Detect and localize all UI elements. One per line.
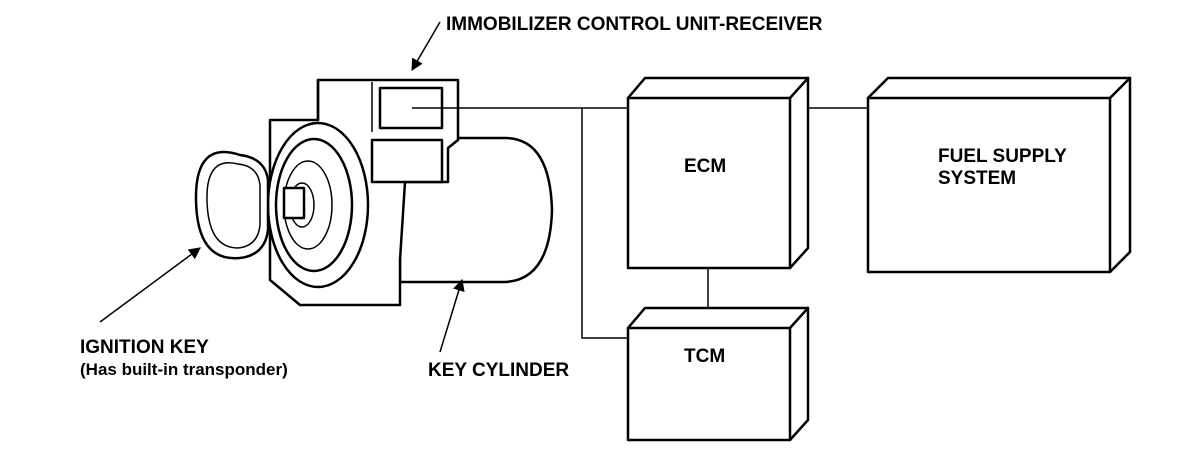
arrow-immobilizer <box>411 21 441 72</box>
label-ignition-line1: IGNITION KEY <box>80 337 209 358</box>
label-tcm: TCM <box>684 346 725 367</box>
immobilizer-receiver-module <box>370 86 444 184</box>
label-immobilizer: IMMOBILIZER CONTROL UNIT-RECEIVER <box>446 14 823 35</box>
leader-arrows <box>99 21 465 353</box>
label-ignition-line2: (Has built-in transponder) <box>80 360 288 379</box>
fuel-supply-box <box>866 76 1132 274</box>
ecm-box <box>626 76 810 270</box>
tcm-box <box>626 306 810 442</box>
ignition-key <box>194 150 306 260</box>
ignition-switch-assembly <box>194 78 554 307</box>
label-ecm: ECM <box>684 156 726 177</box>
arrow-key-cylinder <box>439 278 465 353</box>
label-fuel-line1: FUEL SUPPLY <box>938 146 1067 167</box>
arrow-ignition-key <box>99 247 201 323</box>
label-fuel-line2: SYSTEM <box>938 168 1016 189</box>
label-key-cylinder: KEY CYLINDER <box>428 360 569 381</box>
